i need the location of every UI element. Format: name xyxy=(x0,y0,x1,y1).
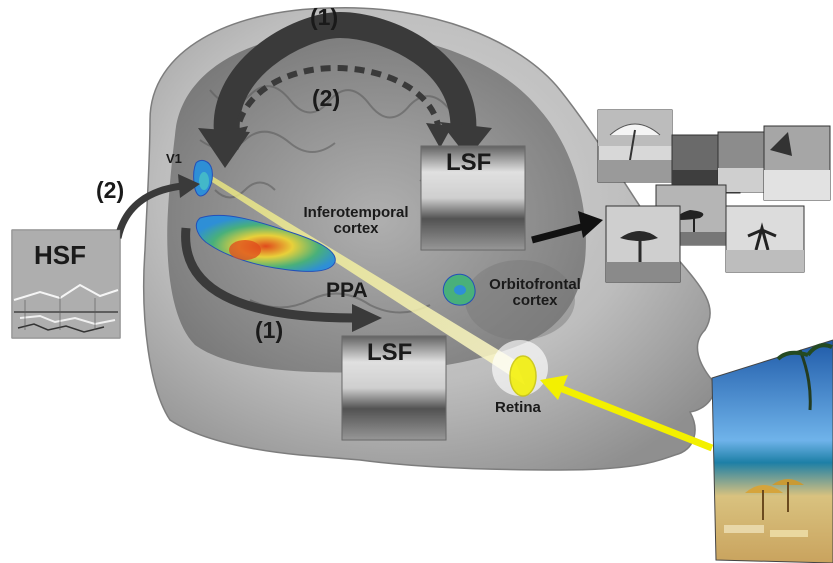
arrow-top-coarse-head-right xyxy=(440,122,492,158)
retina-label: Retina xyxy=(495,399,541,416)
beach-photo xyxy=(711,339,833,563)
hsf-image xyxy=(11,229,121,339)
light-input-arrowhead xyxy=(540,375,568,400)
step-label-left-2: (2) xyxy=(96,177,125,203)
scene-photo xyxy=(605,205,681,283)
lsf-bottom-image xyxy=(341,335,447,441)
arrow-lsf-to-scenes xyxy=(531,222,586,244)
lsf-top-label: LSF xyxy=(446,149,492,176)
arrow-top-fine-head-right xyxy=(426,123,452,148)
scene-photo-stack xyxy=(597,109,831,283)
hsf-label: HSF xyxy=(34,240,86,270)
arrow-hsf-to-v1 xyxy=(114,182,183,239)
scene-photo xyxy=(597,109,673,183)
v1-label: V1 xyxy=(166,151,182,166)
visual-pathway-beam xyxy=(202,170,525,385)
activation-ofc xyxy=(442,273,476,306)
scene-photo xyxy=(725,205,805,273)
arrow-hsf-to-v1-head xyxy=(178,174,200,198)
brainstem-area xyxy=(465,260,575,340)
step-label-top-1: (1) xyxy=(310,4,339,30)
arrow-v1-to-lsf-bottom xyxy=(181,227,356,323)
arrow-v1-to-lsf-bottom-head xyxy=(352,304,382,332)
light-input-line xyxy=(558,384,714,452)
inferotemporal-label: Inferotemporal cortex xyxy=(303,204,409,237)
retina-spot xyxy=(509,355,537,397)
scene-photo xyxy=(717,131,767,193)
lsf-top-image xyxy=(420,145,526,251)
scene-photo xyxy=(763,125,831,201)
activation-ppa xyxy=(195,214,336,272)
arrow-lsf-to-scenes-head xyxy=(578,211,603,238)
step-label-bottom-1: (1) xyxy=(255,317,284,343)
step-label-top-2: (2) xyxy=(312,85,341,111)
ppa-label: PPA xyxy=(326,279,368,302)
arrow-top-coarse xyxy=(213,11,477,143)
arrow-top-fine-head-left xyxy=(222,126,248,150)
orbitofrontal-label: Orbitofrontal cortex xyxy=(489,276,581,309)
activation-v1 xyxy=(193,159,213,197)
brain-section xyxy=(167,31,586,373)
arrow-top-fine-dashed xyxy=(233,64,441,139)
lsf-bottom-label: LSF xyxy=(367,339,413,366)
